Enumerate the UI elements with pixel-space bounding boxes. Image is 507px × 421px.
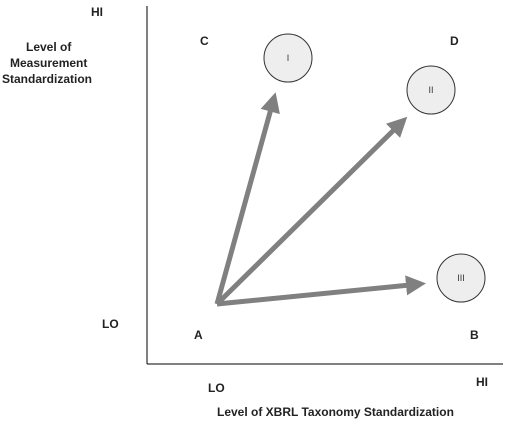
node-i-label: I xyxy=(287,53,290,63)
y-axis-hi-label: HI xyxy=(91,5,103,19)
node-i: I xyxy=(263,33,313,83)
quadrant-a-label: A xyxy=(194,328,203,342)
x-axis-title: Level of XBRL Taxonomy Standardization xyxy=(217,405,454,419)
node-ii: II xyxy=(406,65,456,115)
arrow-to-iii xyxy=(216,275,426,307)
y-axis-title-line-1: Level of xyxy=(26,40,72,54)
arrow-to-i xyxy=(214,92,280,305)
node-iii-label: III xyxy=(457,273,465,283)
y-axis-title-line-2: Measurement xyxy=(10,56,87,70)
y-axis-lo-label: LO xyxy=(102,317,119,331)
arrow-to-ii xyxy=(215,116,408,306)
quadrant-c-label: C xyxy=(200,34,209,48)
quadrant-b-label: B xyxy=(470,328,479,342)
quadrant-d-label: D xyxy=(450,34,459,48)
x-axis-lo-label: LO xyxy=(208,381,225,395)
node-iii: III xyxy=(436,253,486,303)
node-ii-label: II xyxy=(428,85,433,95)
x-axis-hi-label: HI xyxy=(476,375,488,389)
y-axis-title-line-3: Standardization xyxy=(2,72,92,86)
